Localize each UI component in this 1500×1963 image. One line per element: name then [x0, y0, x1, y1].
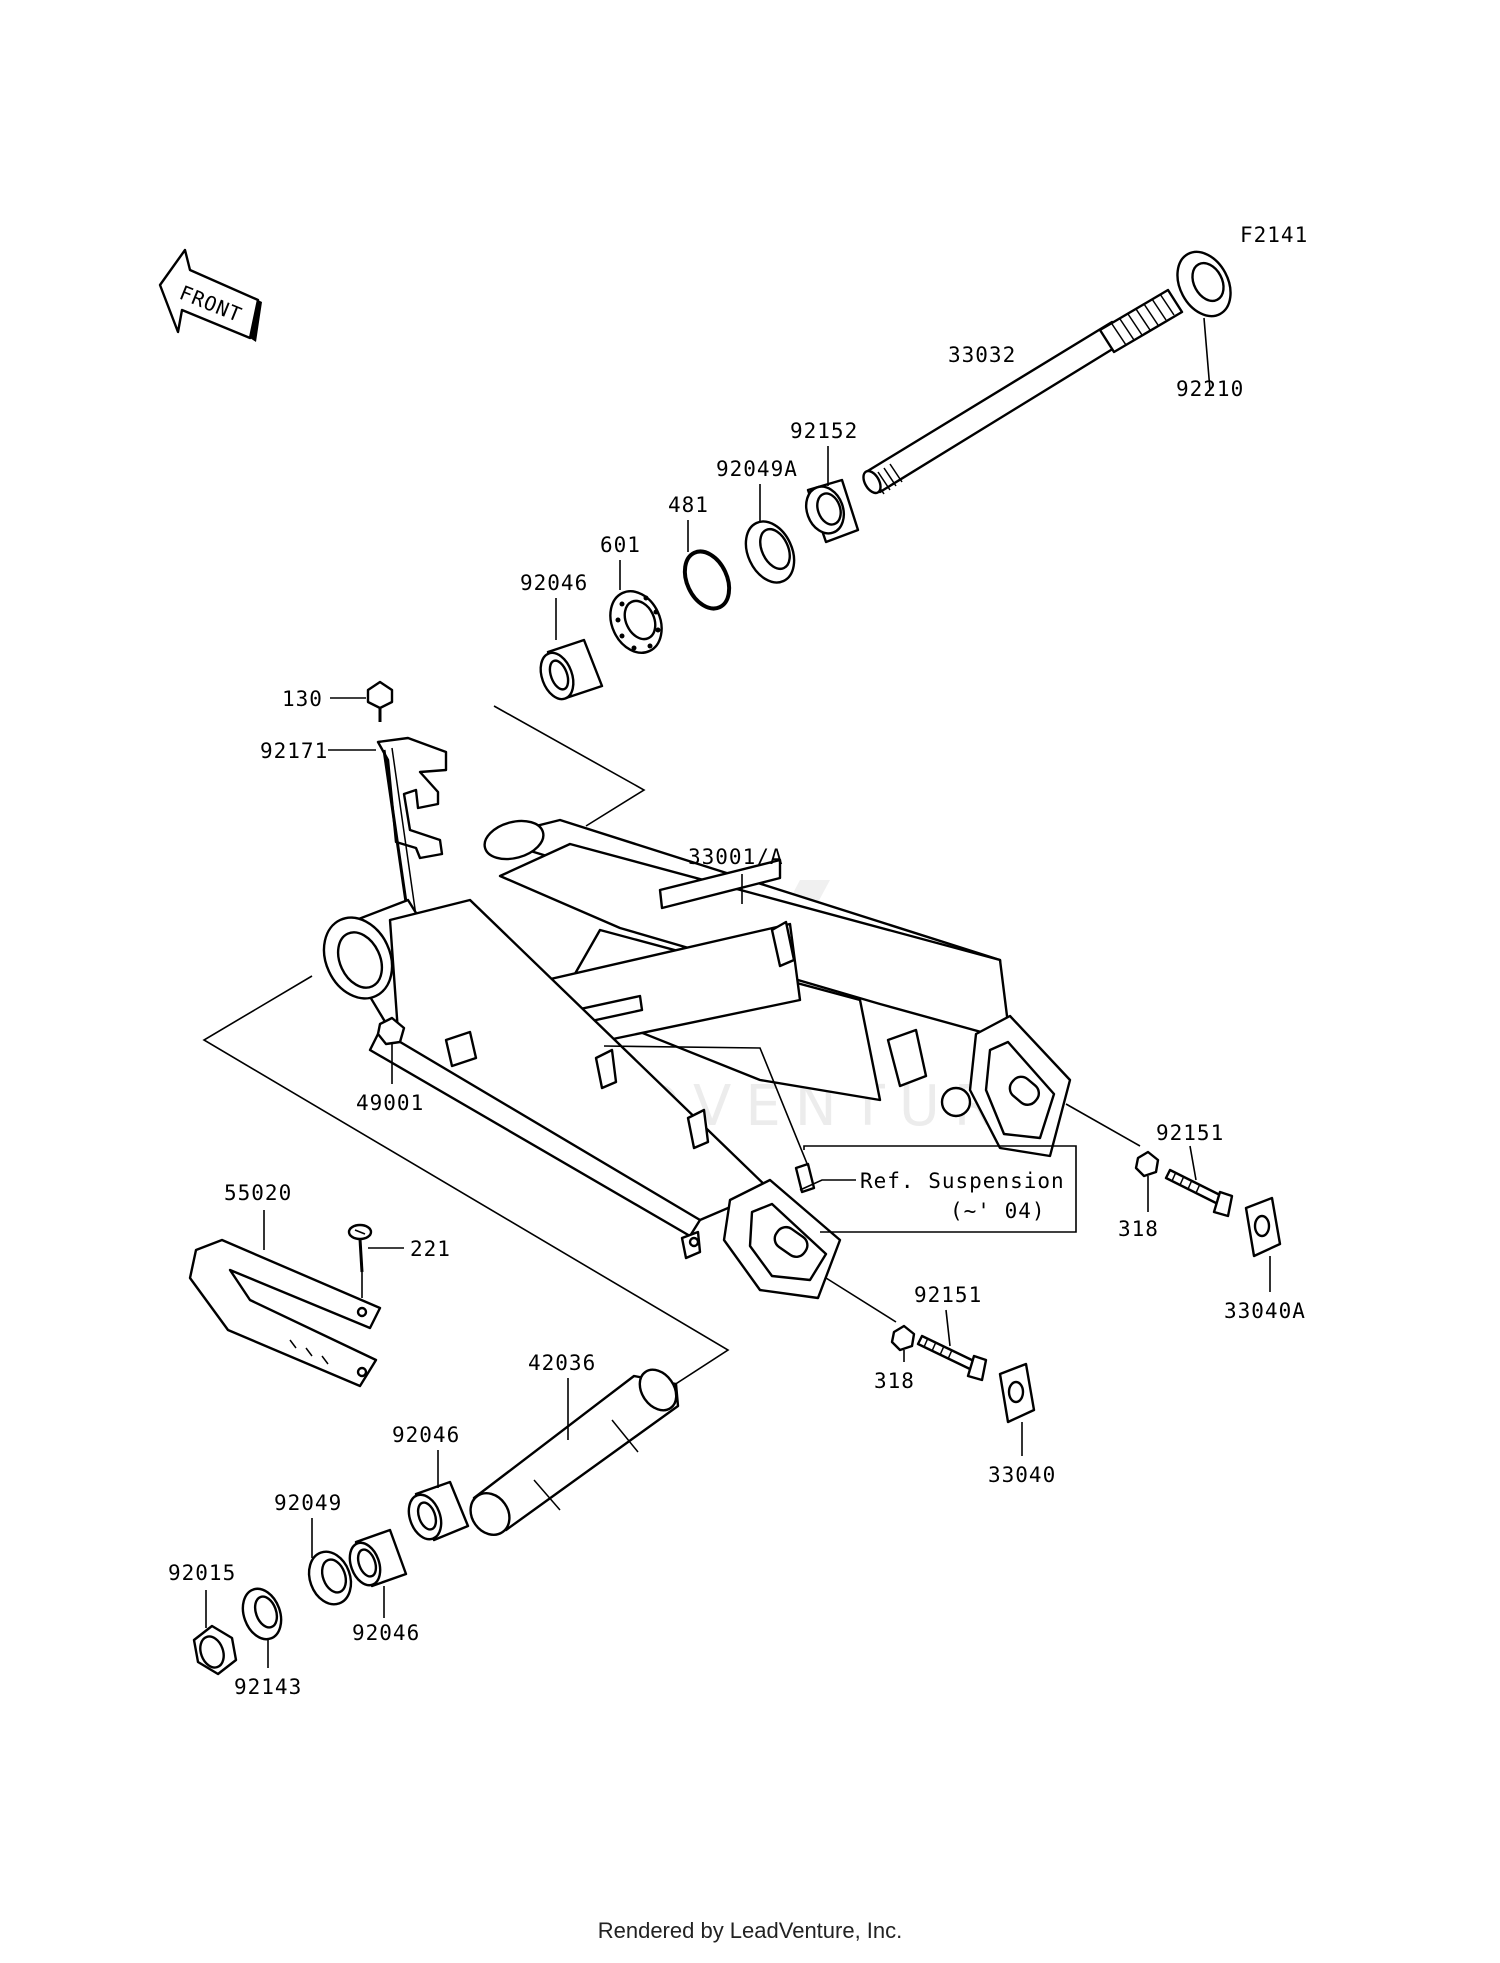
leader-318-right [1065, 1103, 1141, 1147]
assembly-line-pivot [202, 975, 730, 1399]
label-92143: 92143 [234, 1675, 302, 1699]
adjuster-bolt-92151-mid [916, 1309, 988, 1382]
assembly-line-top [493, 705, 646, 827]
seal-92049 [307, 1518, 353, 1606]
sleeve-42036 [469, 1368, 680, 1536]
needle-bearing-92046-bottom [348, 1528, 408, 1618]
swingarm-33001a [322, 818, 1072, 1300]
label-481: 481 [668, 493, 709, 517]
cap-92015 [192, 1590, 238, 1676]
label-92046-top: 92046 [520, 571, 588, 595]
label-92046-bottom: 92046 [352, 1621, 420, 1645]
label-33040: 33040 [988, 1463, 1056, 1487]
label-92152: 92152 [790, 419, 858, 443]
diagram-code: F2141 [1240, 223, 1308, 247]
label-49001: 49001 [356, 1091, 424, 1115]
chain-guide-bracket-92171 [328, 736, 448, 931]
seal-92049a [744, 484, 796, 584]
label-33032: 33032 [948, 343, 1016, 367]
label-33040a: 33040A [1224, 1299, 1306, 1323]
label-318-mid: 318 [874, 1369, 915, 1393]
label-55020: 55020 [224, 1181, 292, 1205]
label-92046-mid: 92046 [392, 1423, 460, 1447]
grease-fitting [603, 1045, 1077, 1233]
adjuster-plate-33040a [1244, 1196, 1282, 1292]
label-601: 601 [600, 533, 641, 557]
collar-92143 [241, 1587, 283, 1668]
nut-318-mid [890, 1324, 916, 1362]
adjuster-bolt-92151-right [1164, 1145, 1234, 1218]
label-92049: 92049 [274, 1491, 342, 1515]
pivot-shaft-33032 [862, 288, 1184, 495]
label-92151-mid: 92151 [914, 1283, 982, 1307]
screw-221 [347, 1223, 404, 1298]
label-92171: 92171 [260, 739, 328, 763]
label-33001a: 33001/A [688, 845, 784, 869]
footer-credit: Rendered by LeadVenture, Inc. [597, 1918, 903, 1943]
ref-suspension-line2: (~' 04) [950, 1199, 1046, 1223]
front-arrow-icon: FRONT [158, 248, 262, 342]
ref-suspension-line1: Ref. Suspension [860, 1169, 1065, 1193]
label-318-right: 318 [1118, 1217, 1159, 1241]
nut-318-right [1134, 1150, 1160, 1212]
circlip-481 [682, 520, 732, 611]
label-92015: 92015 [168, 1561, 236, 1585]
label-92151-right: 92151 [1156, 1121, 1224, 1145]
ball-bearing-601 [609, 560, 663, 654]
label-92210: 92210 [1176, 377, 1244, 401]
needle-bearing-92046-top [539, 598, 604, 701]
collar-92152 [804, 446, 860, 544]
label-130: 130 [282, 687, 323, 711]
label-92049a: 92049A [716, 457, 798, 481]
nut-49001 [376, 1016, 406, 1084]
adjuster-plate-33040 [998, 1362, 1036, 1456]
leader-318-mid [825, 1277, 897, 1323]
chain-slider-55020 [188, 1210, 382, 1388]
label-221: 221 [410, 1237, 451, 1261]
needle-bearing-92046-mid [407, 1450, 470, 1542]
locknut-92210 [1176, 250, 1232, 391]
label-42036: 42036 [528, 1351, 596, 1375]
bolt-130 [330, 680, 394, 722]
